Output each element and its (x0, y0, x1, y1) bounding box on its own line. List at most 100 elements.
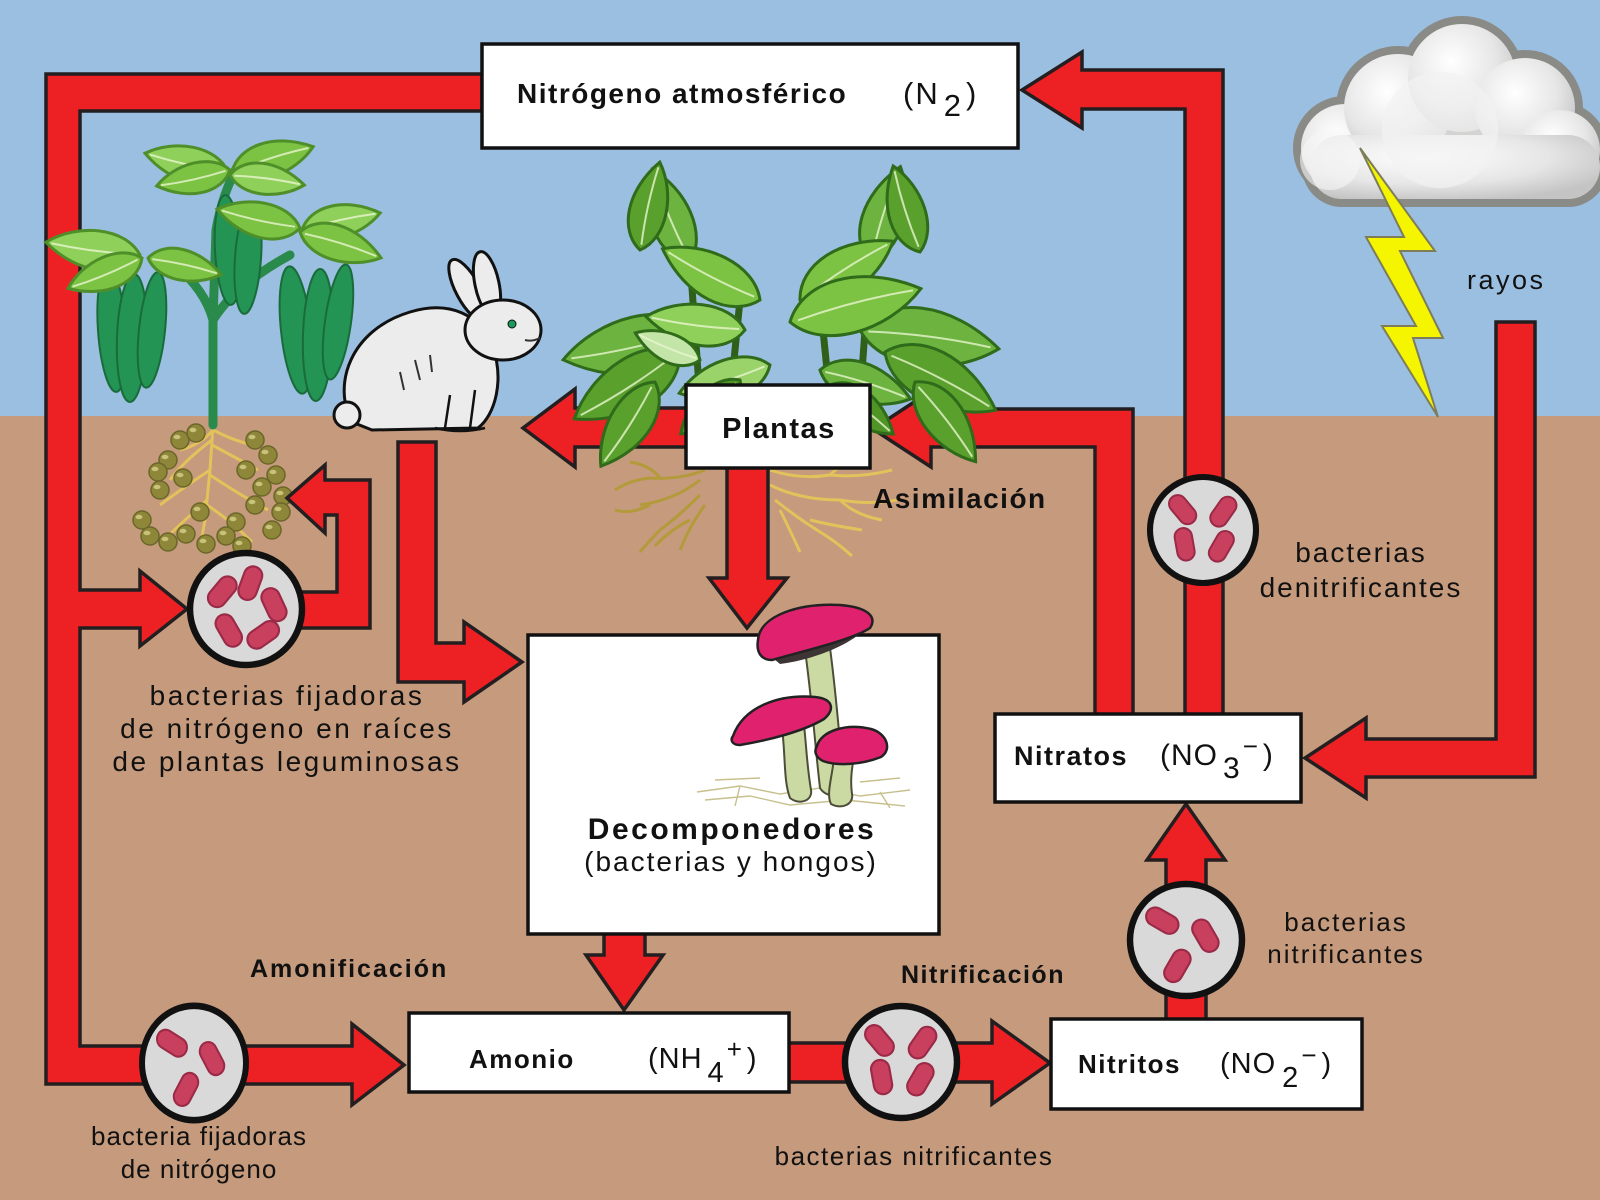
soil-fixers-label-line-1: bacteria fijadoras (91, 1121, 307, 1151)
leaf (788, 275, 924, 338)
bacteria-icon-legume-fixers (186, 549, 306, 669)
root-nodule-highlight (255, 481, 263, 487)
formula-superscript: + (727, 1034, 743, 1064)
root-nodule (176, 524, 196, 544)
bacterium (1207, 530, 1235, 563)
bacteria-disc (139, 1002, 249, 1124)
lightning-icon (1359, 147, 1445, 418)
ammonium-box (407, 1011, 791, 1094)
formula-close: ) (1322, 1048, 1333, 1080)
bacterium (1168, 494, 1198, 526)
root-nodule-highlight (199, 538, 207, 544)
decomposers-sublabel: (bacterias y hongos) (584, 846, 878, 877)
bacterium (214, 613, 244, 648)
process-ammonification-label: Amonificación (250, 955, 448, 983)
bacterium (1145, 906, 1180, 935)
root-nodule-highlight (274, 506, 282, 512)
root-nodule (190, 502, 210, 522)
bacterium (1191, 918, 1220, 953)
leaf-vein (893, 170, 920, 248)
mushroom-stem-right (828, 754, 856, 808)
root-nodule (252, 477, 272, 497)
root-nodule-highlight (235, 540, 243, 546)
legume-fixers-label-line-3: de plantas leguminosas (112, 746, 461, 777)
plant-root (639, 478, 701, 507)
leaf-vein (72, 258, 138, 288)
bacterium (864, 1024, 895, 1057)
process-assimilation-label: Asimilación (873, 483, 1047, 514)
decomposers-box (526, 633, 941, 936)
leaf-blade (885, 163, 930, 254)
nitrates-label: Nitratos (1014, 741, 1128, 771)
bacteria-disc (1126, 880, 1246, 1000)
formula-open: (NO (1220, 1048, 1276, 1080)
plants-label: Plantas (722, 413, 836, 445)
leaf-vein (891, 354, 990, 408)
atmospheric-nitrogen-label: Nitrógeno atmosférico (517, 78, 847, 109)
arrow-atmosphere-to-fixers (44, 72, 484, 1109)
legume-plant-illustration (43, 139, 384, 430)
legume-root (168, 438, 213, 481)
lightning-label: rayos (1467, 265, 1546, 295)
root-nodule (258, 445, 278, 465)
root-nodule-highlight (176, 472, 184, 478)
legume-pod (321, 263, 355, 381)
plants-box (684, 383, 872, 470)
nitrates-box (993, 712, 1303, 804)
bacteria-icon-soil-fixers (139, 1002, 249, 1124)
bacterium (1173, 527, 1196, 562)
root-nodule (262, 520, 282, 540)
leaf (660, 245, 762, 309)
arrow-fixers-to-legume-roots (284, 461, 372, 630)
plant-root (678, 504, 707, 551)
root-nodule (140, 526, 160, 546)
leaf-vein (638, 333, 697, 360)
root-nodule-highlight (135, 514, 143, 520)
leaf-blade (154, 160, 232, 196)
rabbit-tail (332, 400, 362, 430)
formula-superscript: − (1301, 1040, 1317, 1070)
formula-subscript: 3 (1223, 752, 1241, 785)
arrow-decomposers-to-ammonium (582, 930, 667, 1014)
legume-fixers-label-line-2: de nitrógeno en raíces (120, 713, 454, 744)
leaf (643, 302, 747, 348)
mushroom-cap-right (814, 725, 889, 766)
root-nodule (186, 423, 206, 443)
leaf (146, 246, 224, 283)
leaf-vein (580, 354, 675, 416)
root-nodule-highlight (179, 528, 187, 534)
root-nodule (148, 462, 168, 482)
plant-root (638, 493, 702, 553)
root-nodule-highlight (219, 530, 227, 536)
plant-root (769, 483, 898, 504)
nitrites-label: Nitritos (1078, 1049, 1181, 1079)
leaf-vein (651, 316, 740, 330)
soil-fixers-label-line-2: de nitrógeno (121, 1154, 278, 1184)
leaf (633, 329, 702, 368)
root-nodule-highlight (261, 449, 269, 455)
denitrifying-bacteria-label-line-2: denitrificantes (1260, 572, 1463, 603)
root-nodule-highlight (239, 464, 247, 470)
formula-open: (NH (648, 1043, 703, 1075)
formula-subscript: 4 (708, 1057, 725, 1089)
formula-subscript: 2 (1282, 1062, 1299, 1094)
leaf (572, 346, 682, 421)
root-nodule (132, 510, 152, 530)
plant-root (629, 460, 662, 479)
leaf-vein (640, 167, 660, 245)
bacterium (198, 1041, 226, 1077)
mushroom-illustration (696, 603, 911, 809)
legume-leaves (43, 139, 384, 293)
bacterium (172, 1071, 200, 1107)
root-nodule (173, 468, 193, 488)
nitrites-box (1049, 1017, 1364, 1111)
formula-superscript: − (1243, 731, 1259, 761)
formula-close: ) (747, 1043, 758, 1075)
rabbit-head (463, 298, 543, 362)
leaf-vein (917, 386, 974, 458)
plant-root (774, 498, 854, 558)
formula-open: (N (903, 76, 940, 111)
rabbit-legs (434, 389, 486, 433)
